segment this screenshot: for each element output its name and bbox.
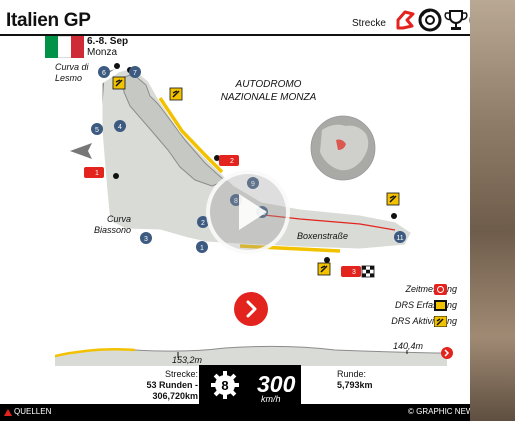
top-speed: 300	[257, 371, 296, 397]
next-button[interactable]	[234, 292, 268, 326]
turn-6-marker: 6	[98, 66, 110, 78]
turn-1-marker: 1	[196, 241, 208, 253]
speed-trap-2: 2	[219, 155, 239, 166]
speed-unit: km/h	[261, 394, 281, 404]
event-city: Monza	[87, 47, 118, 58]
track-name-label: AUTODROMO NAZIONALE MONZA	[220, 79, 317, 103]
caret-up-icon[interactable]	[4, 409, 12, 416]
svg-text:7: 7	[133, 70, 137, 77]
gear-icon	[211, 371, 239, 399]
turn-5-marker: 5	[91, 123, 103, 135]
svg-text:1: 1	[200, 245, 204, 252]
italy-flag	[45, 36, 84, 58]
direction-arrow-icon	[70, 143, 92, 159]
track-icon[interactable]	[393, 8, 417, 32]
page-title: Italien GP	[6, 10, 91, 31]
race-distance-block: Strecke: 53 Runden - 306,720km	[100, 369, 198, 402]
svg-text:3: 3	[144, 236, 148, 243]
play-button[interactable]	[206, 170, 290, 254]
legend-zeitmessung-label: Zeitmessung	[405, 284, 457, 294]
elevation-profile	[55, 345, 453, 366]
stopwatch-icon	[434, 284, 447, 295]
event-date: 6.-8. Sep	[87, 36, 129, 47]
drs-zone-1	[158, 97, 224, 174]
svg-text:5: 5	[95, 127, 99, 134]
runde-label: Runde:	[337, 369, 367, 379]
tyre-icon[interactable]	[418, 8, 442, 32]
drs-detection-1	[112, 76, 126, 90]
boxenstrasse-label: Boxenstraße	[297, 231, 349, 241]
strecke-stat-label: Strecke:	[164, 369, 198, 379]
speed-trap-3: 3	[341, 266, 361, 277]
svg-text:11: 11	[396, 235, 403, 242]
gear-count: 8	[221, 378, 229, 393]
elevation-low-label: 153,2m	[172, 355, 203, 365]
curva-biassono-label: Curva Biassono	[93, 214, 131, 235]
sources-link[interactable]: QUELLEN	[14, 407, 52, 416]
globe-icon	[310, 115, 376, 181]
svg-text:2: 2	[201, 220, 205, 227]
turn-7-marker: 7	[129, 66, 141, 78]
chevron-right-icon	[246, 300, 257, 318]
svg-text:2: 2	[230, 158, 234, 165]
turn-11-marker: 11	[394, 231, 406, 243]
drs-detection-icon	[434, 300, 447, 311]
lap-length: 5,793km	[337, 380, 373, 390]
drs-activation-icon	[434, 316, 447, 327]
curva-lesmo-label: Curva di Lesmo	[55, 62, 89, 83]
track-map: 1 2 3 4 5 6 7 8 9 10 11 1 2 3	[70, 63, 418, 278]
copyright-label: © GRAPHIC NEWS	[408, 407, 479, 416]
drs-detection-3	[386, 192, 400, 206]
strecke-label: Strecke	[352, 18, 386, 29]
drs-detection-2	[169, 87, 183, 101]
turn-4-marker: 4	[114, 120, 126, 132]
lap-length-block: Runde: 5,793km	[337, 369, 373, 391]
play-icon	[239, 194, 267, 230]
drs-detection-4	[317, 262, 331, 276]
legend-drs-erfassung-label: DRS Erfassung	[394, 300, 457, 310]
svg-text:1: 1	[95, 170, 99, 177]
speed-trap-1: 1	[84, 167, 104, 178]
background-photo-strip	[470, 0, 515, 421]
svg-text:3: 3	[352, 269, 356, 276]
elevation-high-label: 140,4m	[393, 341, 424, 351]
svg-text:4: 4	[118, 124, 122, 131]
footer-bar	[0, 404, 470, 421]
race-distance: 306,720km	[152, 391, 198, 401]
svg-text:6: 6	[102, 70, 106, 77]
title-divider	[0, 34, 470, 36]
turn-3-marker: 3	[140, 232, 152, 244]
legend-drs-aktivierung-label: DRS Aktivierung	[391, 316, 457, 326]
runden-count: 53 Runden -	[146, 380, 198, 390]
finish-flag-icon	[361, 265, 375, 278]
trophy-icon[interactable]	[444, 8, 468, 32]
